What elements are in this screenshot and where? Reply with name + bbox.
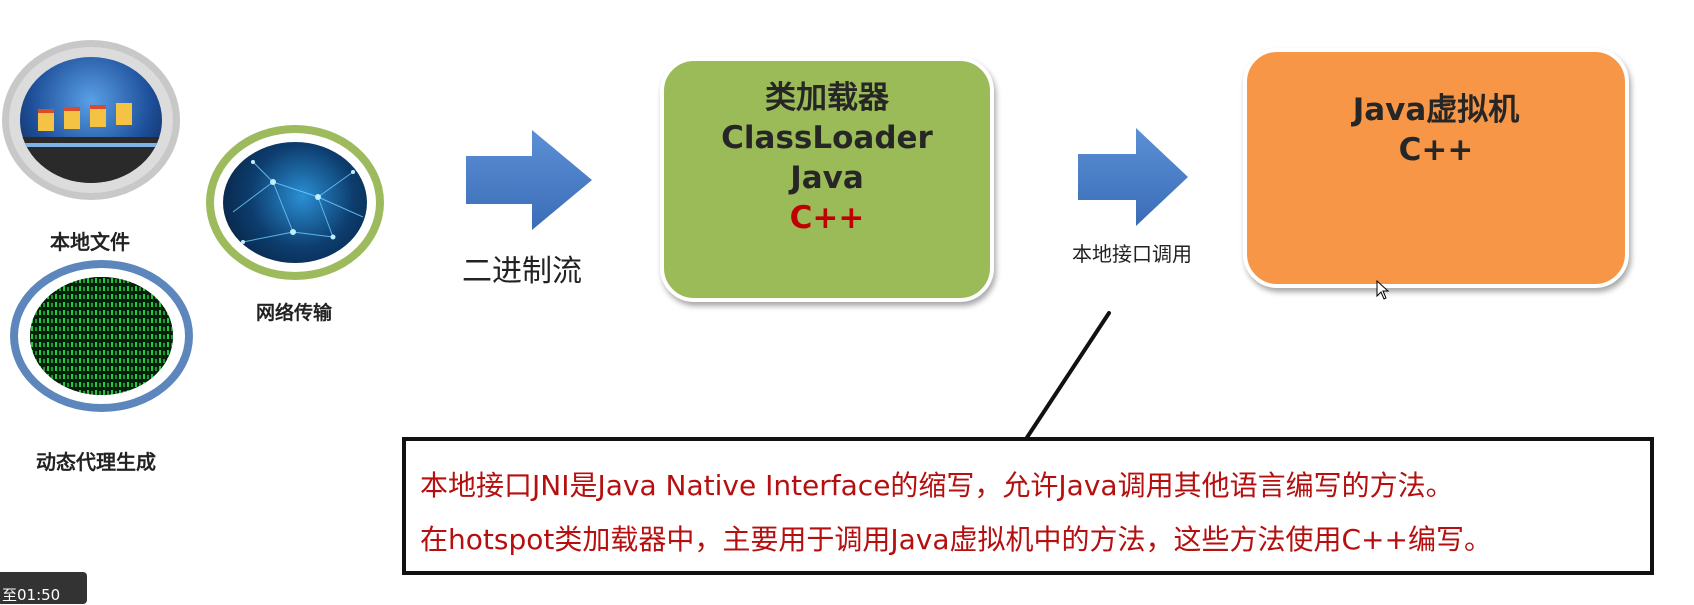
network-label: 网络传输: [256, 302, 333, 324]
mouse-cursor-icon: [1376, 280, 1390, 300]
network-image: [206, 125, 384, 280]
jvm-title: Java虚拟机: [1352, 92, 1520, 128]
dynamic-proxy-label: 动态代理生成: [36, 450, 156, 474]
dynamic-proxy-image: [10, 260, 193, 412]
jni-note-line-2: 在hotspot类加载器中，主要用于调用Java虚拟机中的方法，这些方法使用C+…: [420, 523, 1492, 556]
right-arrow-icon: [466, 130, 592, 230]
jvm-lang-cpp: C++: [1398, 132, 1474, 168]
binary-stream-label: 二进制流: [462, 254, 582, 289]
local-file-image: [2, 40, 180, 200]
callout-connector: [1024, 311, 1111, 440]
jni-note-line-1: 本地接口JNI是Java Native Interface的缩写，允许Java调…: [420, 469, 1454, 502]
class-loader-name: ClassLoader: [721, 119, 933, 156]
class-loader-title: 类加载器: [765, 79, 889, 116]
class-loader-lang-java: Java: [790, 159, 864, 196]
jvm-box: Java虚拟机 C++: [1243, 48, 1629, 288]
video-timer-badge[interactable]: 至01:50: [0, 572, 87, 604]
class-loader-box: 类加载器 ClassLoader Java C++: [660, 57, 994, 302]
jni-note-box: 本地接口JNI是Java Native Interface的缩写，允许Java调…: [402, 437, 1654, 575]
native-call-label: 本地接口调用: [1072, 242, 1192, 266]
local-file-label: 本地文件: [50, 230, 130, 254]
class-loader-lang-cpp: C++: [789, 199, 865, 236]
right-arrow-icon: [1078, 128, 1188, 226]
